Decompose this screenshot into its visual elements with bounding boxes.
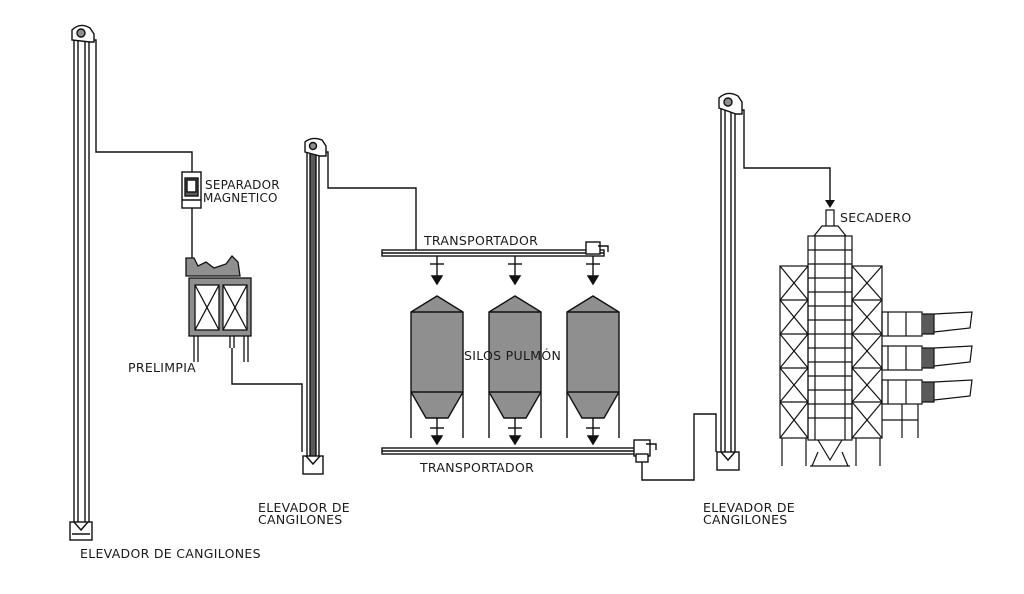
- label-separator-line1: SEPARADOR: [205, 178, 280, 192]
- label-elevator-2-line2: CANGILONES: [258, 512, 343, 527]
- top-discharge-spouts: [430, 256, 600, 286]
- duct-elevator2-to-top-transporter: [326, 151, 417, 250]
- elevator-3: [716, 92, 743, 471]
- dryer-air-ducts: [881, 311, 973, 438]
- elevator-1: [69, 24, 95, 541]
- dryer-tower: [779, 209, 883, 467]
- label-elevator-1: ELEVADOR DE CANGILONES: [80, 546, 261, 561]
- top-transporter: [381, 241, 609, 257]
- duct-bottom-transporter-to-elevator3: [641, 413, 717, 481]
- dryer-inlet-arrow: [825, 200, 835, 208]
- label-dryer: SECADERO: [840, 210, 912, 225]
- silo-2: [488, 295, 542, 438]
- label-transporter-bottom: TRANSPORTADOR: [419, 460, 534, 475]
- silo-3: [566, 295, 620, 438]
- silo-1: [410, 295, 464, 438]
- bottom-discharge-spouts: [430, 418, 600, 446]
- elevator-2: [302, 137, 327, 475]
- label-elevator-3-line2: CANGILONES: [703, 512, 788, 527]
- magnetic-separator: [181, 171, 202, 209]
- label-prelimpia: PRELIMPIA: [128, 360, 196, 375]
- prelimpia-machine: [185, 255, 252, 362]
- label-silos: SILOS PULMÓN: [464, 348, 561, 363]
- bottom-transporter: [381, 439, 657, 463]
- label-elevator-2-line1: ELEVADOR DE: [258, 500, 350, 515]
- label-elevator-3-line1: ELEVADOR DE: [703, 500, 795, 515]
- duct-elevator1-to-separator: [94, 39, 193, 172]
- duct-elevator3-to-dryer: [742, 109, 831, 202]
- label-transporter-top: TRANSPORTADOR: [423, 233, 538, 248]
- label-separator-line2: MAGNETICO: [203, 191, 278, 205]
- duct-prelimpia-to-elevator2: [231, 348, 303, 452]
